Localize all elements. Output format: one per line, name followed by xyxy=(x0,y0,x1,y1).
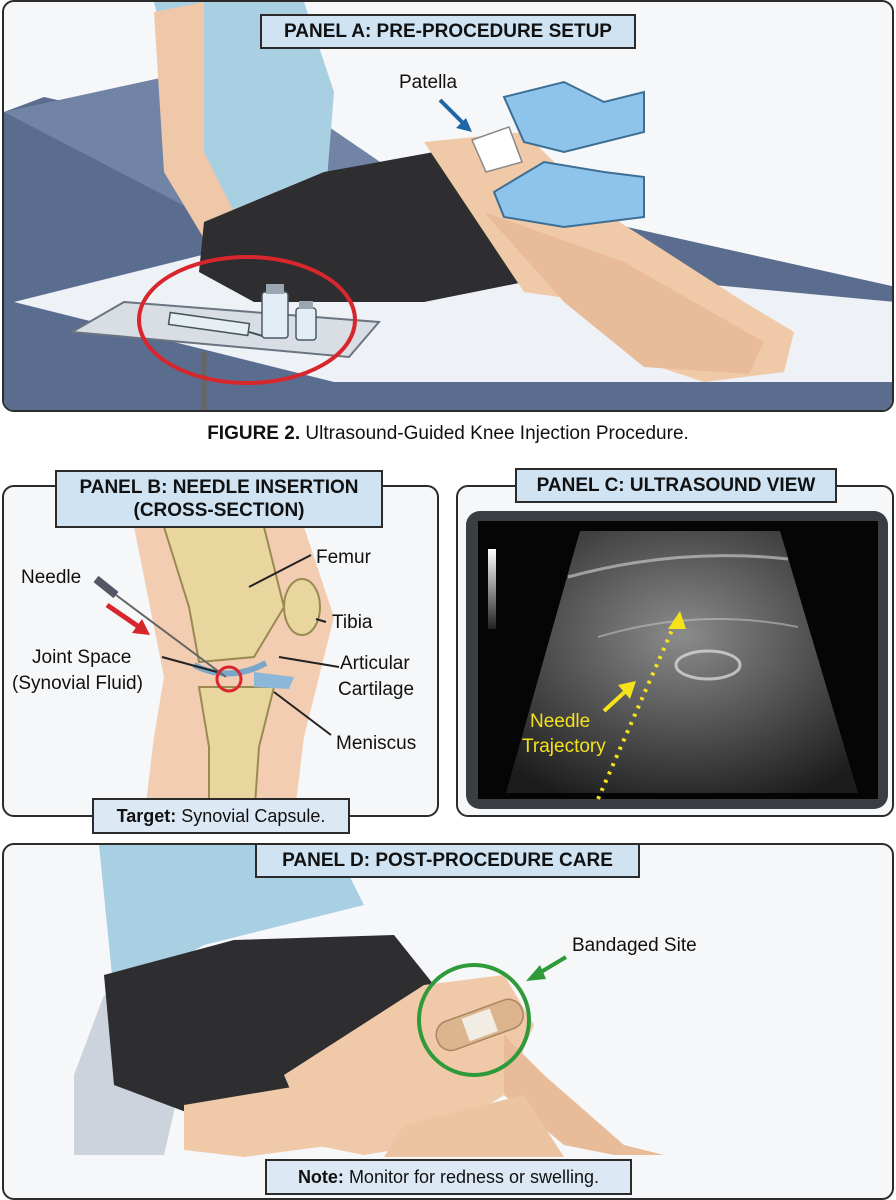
panel-d: Bandaged Site xyxy=(2,843,894,1200)
patient-shorts xyxy=(104,935,434,1115)
panel-b: Needle Joint Space (Synovial Fluid) Femu… xyxy=(2,485,439,817)
label-needle-trajectory-2: Trajectory xyxy=(522,736,606,757)
panel-d-illustration: Bandaged Site xyxy=(74,845,697,1157)
gloved-hand-top xyxy=(502,80,645,154)
insertion-arrow xyxy=(105,602,144,632)
tray-highlight-circle xyxy=(137,255,357,385)
label-needle: Needle xyxy=(21,567,81,588)
label-synovial-fluid: (Synovial Fluid) xyxy=(12,673,143,694)
panel-a-title: PANEL A: PRE-PROCEDURE SETUP xyxy=(260,14,636,49)
label-needle-trajectory-1: Needle xyxy=(530,711,590,732)
patient-torso xyxy=(99,845,364,995)
label-articular: Articular xyxy=(340,653,410,674)
panel-b-title: PANEL B: NEEDLE INSERTION (CROSS-SECTION… xyxy=(55,470,383,528)
figure-caption: FIGURE 2. Ultrasound-Guided Knee Injecti… xyxy=(207,423,689,444)
label-bandaged-site: Bandaged Site xyxy=(572,935,697,956)
needle-icon xyxy=(93,575,227,678)
panel-a-illustration: Patella xyxy=(4,2,892,410)
panel-c: Needle Trajectory xyxy=(456,485,894,817)
label-joint-space: Joint Space xyxy=(32,647,131,668)
label-tibia: Tibia xyxy=(332,612,373,633)
patella-bone xyxy=(283,578,321,636)
panel-d-note: Note: Monitor for redness or swelling. xyxy=(265,1159,632,1195)
meniscus xyxy=(254,672,294,689)
bandage-icon xyxy=(435,998,524,1052)
panel-b-caption: Target: Synovial Capsule. xyxy=(92,798,350,834)
target-circle xyxy=(215,665,243,693)
ultrasound-image xyxy=(506,531,858,793)
patient-arm xyxy=(154,2,244,247)
panel-c-title: PANEL C: ULTRASOUND VIEW xyxy=(515,468,837,503)
panel-b-illustration: Needle Joint Space (Synovial Fluid) Femu… xyxy=(12,526,416,815)
ultrasound-monitor: Needle Trajectory xyxy=(466,511,888,809)
gauze-pad xyxy=(470,126,523,173)
patella-arrow xyxy=(438,98,468,128)
bandaged-site-circle xyxy=(417,963,531,1077)
label-meniscus: Meniscus xyxy=(336,733,416,754)
label-femur: Femur xyxy=(316,547,372,568)
gloved-hand-bottom xyxy=(492,160,645,229)
medication-vial-icon xyxy=(261,284,317,341)
panel-d-title: PANEL D: POST-PROCEDURE CARE xyxy=(255,843,640,878)
patient-shorts xyxy=(199,152,524,302)
label-patella: Patella xyxy=(399,72,458,93)
label-cartilage: Cartilage xyxy=(338,679,414,700)
panel-a: Patella xyxy=(2,0,894,412)
